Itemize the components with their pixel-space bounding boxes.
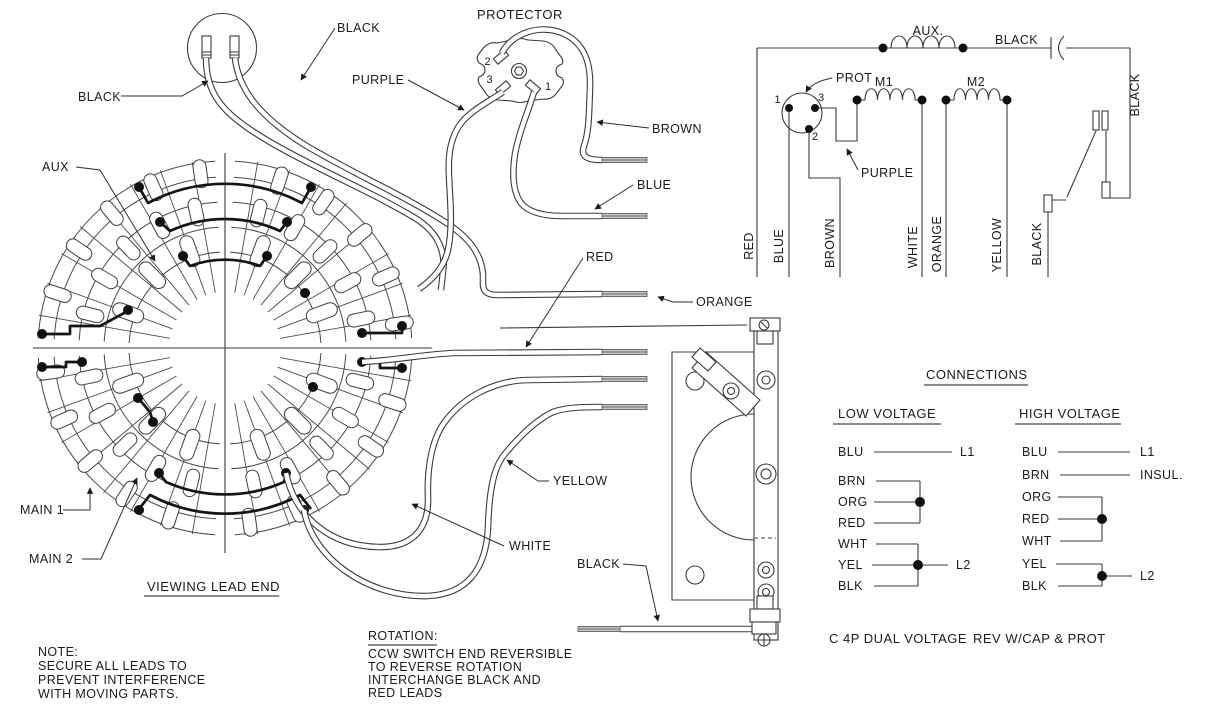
switch-bracket <box>671 317 781 647</box>
rotation-line-3: INTERCHANGE BLACK AND <box>368 673 541 687</box>
high-row-blu: BLU <box>1022 445 1048 459</box>
high-row-blk: BLK <box>1022 579 1047 593</box>
high-row-red: RED <box>1022 512 1050 526</box>
schematic-wire-yellow: YELLOW <box>990 218 1004 273</box>
schematic-black-top-label: BLACK <box>995 33 1038 47</box>
rotation-line-4: RED LEADS <box>368 686 442 700</box>
high-row-yel: YEL <box>1022 557 1047 571</box>
label-main1: MAIN 1 <box>20 503 64 517</box>
label-brown: BROWN <box>652 122 702 136</box>
wire-white <box>282 375 603 551</box>
protector-terminal-3: 3 <box>486 74 493 86</box>
caption-left: C 4P DUAL VOLTAGE <box>829 631 967 646</box>
high-row-wht: WHT <box>1022 534 1052 548</box>
protector-title: PROTECTOR <box>477 7 563 22</box>
schematic-wire-blue: BLUE <box>772 229 786 263</box>
note-line-1: SECURE ALL LEADS TO <box>38 659 187 673</box>
schematic-wire-red: RED <box>742 232 756 260</box>
schematic-aux-label: AUX. <box>913 24 944 38</box>
high-l1: L1 <box>1140 445 1155 459</box>
schematic-prot-label: PROT <box>836 71 872 85</box>
rotation-title: ROTATION: <box>368 629 438 643</box>
schematic-m1-label: M1 <box>875 75 893 89</box>
schematic-m2-label: M2 <box>967 75 985 89</box>
high-l2: L2 <box>1140 569 1155 583</box>
connections-title: CONNECTIONS <box>926 367 1028 382</box>
high-insul: INSUL. <box>1140 468 1183 482</box>
low-row-blu: BLU <box>838 445 864 459</box>
connections-table <box>833 384 1132 587</box>
low-row-brn: BRN <box>838 474 866 488</box>
schematic-labels: AUX. BLACK M1 M2 PROT PURPLE 1 3 2 RED B… <box>742 24 1142 272</box>
note-line-2: PREVENT INTERFERENCE <box>38 673 206 687</box>
stator-winding-diagram <box>36 159 414 537</box>
schematic-black-switch-label: BLACK <box>1030 222 1044 265</box>
schematic-wire-white: WHITE <box>906 226 920 268</box>
drawing-labels: PROTECTOR BLACK BLACK PURPLE BROWN BLUE … <box>20 7 753 597</box>
note-title: NOTE: <box>38 645 78 659</box>
rotation-line-1: CCW SWITCH END REVERSIBLE <box>368 647 572 661</box>
note-line-3: WITH MOVING PARTS. <box>38 687 179 701</box>
schematic-circuit <box>756 35 1131 277</box>
low-voltage-title: LOW VOLTAGE <box>838 406 936 421</box>
label-black-left: BLACK <box>78 90 121 104</box>
label-orange: ORANGE <box>696 295 753 309</box>
label-white: WHITE <box>509 539 551 553</box>
schematic-purple-label: PURPLE <box>861 166 913 180</box>
label-red: RED <box>586 250 614 264</box>
schematic-terminal-2: 2 <box>812 131 819 143</box>
lead-wires <box>202 26 755 633</box>
viewing-lead-end-title: VIEWING LEAD END <box>147 579 280 594</box>
low-l2: L2 <box>956 558 971 572</box>
low-row-blk: BLK <box>838 579 863 593</box>
low-l1: L1 <box>960 445 975 459</box>
rotation-line-2: TO REVERSE ROTATION <box>368 660 522 674</box>
label-purple: PURPLE <box>352 73 404 87</box>
low-row-wht: WHT <box>838 537 868 551</box>
schematic-terminal-1: 1 <box>774 94 781 106</box>
high-voltage-title: HIGH VOLTAGE <box>1019 406 1121 421</box>
high-row-brn: BRN <box>1022 468 1050 482</box>
label-black-top: BLACK <box>337 21 380 35</box>
rotation-block: ROTATION: CCW SWITCH END REVERSIBLE TO R… <box>368 629 572 700</box>
connections-labels: CONNECTIONS LOW VOLTAGE HIGH VOLTAGE BLU… <box>829 367 1183 646</box>
caption-right: REV W/CAP & PROT <box>973 631 1106 646</box>
protector-terminal-1: 1 <box>545 81 552 93</box>
schematic-wire-orange: ORANGE <box>930 216 944 273</box>
stripped-wire-ends <box>577 156 648 633</box>
winding-traces <box>42 182 404 515</box>
protector-device <box>476 37 565 104</box>
label-main2: MAIN 2 <box>29 552 73 566</box>
low-row-yel: YEL <box>838 558 863 572</box>
high-row-org: ORG <box>1022 490 1052 504</box>
low-row-org: ORG <box>838 495 868 509</box>
label-aux: AUX <box>42 160 69 174</box>
protector-terminal-2: 2 <box>484 56 491 68</box>
schematic-black-right-label: BLACK <box>1128 73 1142 116</box>
run-capacitor <box>186 12 258 84</box>
label-blue: BLUE <box>637 178 671 192</box>
schematic-terminal-3: 3 <box>818 92 825 104</box>
low-row-red: RED <box>838 516 866 530</box>
label-yellow: YELLOW <box>553 474 608 488</box>
winding-terminal-dots <box>37 182 407 515</box>
schematic-wire-brown: BROWN <box>823 218 837 268</box>
bracket-lead-line <box>499 324 748 329</box>
wire-yellow <box>300 403 603 600</box>
label-leaders <box>63 27 859 622</box>
label-black-bottom: BLACK <box>577 557 620 571</box>
note-block: NOTE: SECURE ALL LEADS TO PREVENT INTERF… <box>38 645 206 701</box>
